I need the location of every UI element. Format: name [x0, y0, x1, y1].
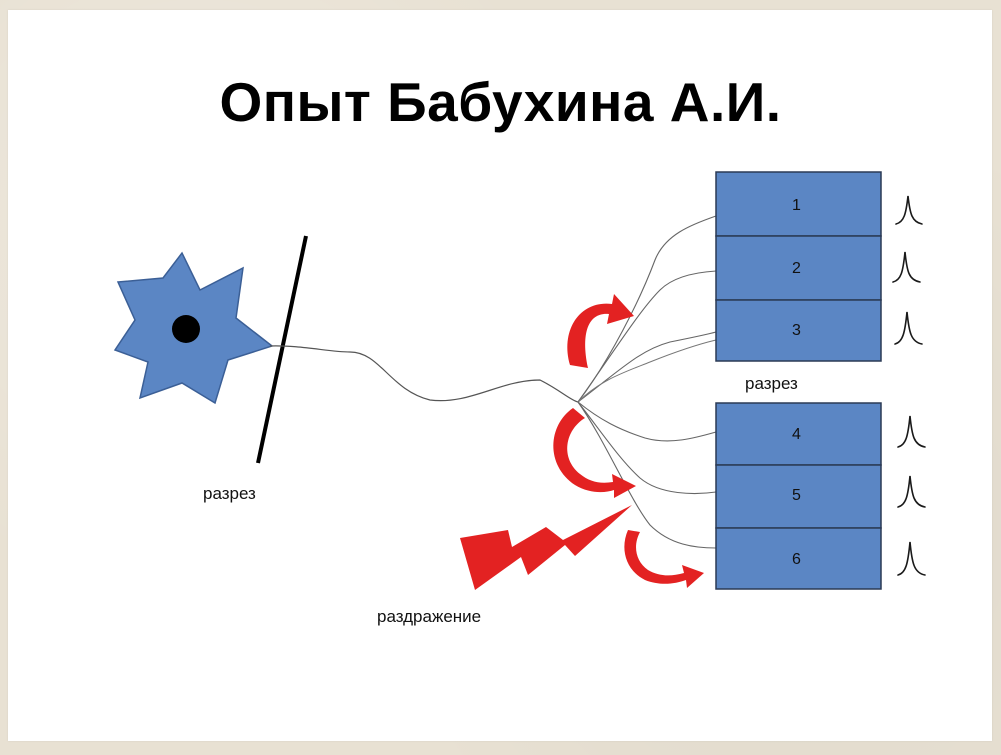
branch-3b: [577, 339, 717, 403]
branch-1: [577, 215, 717, 403]
block-5: [715, 464, 882, 529]
branch-2: [577, 270, 717, 403]
block-5-number: 5: [792, 487, 801, 504]
block-6: [715, 527, 882, 590]
upper-block-group: [715, 171, 882, 362]
slide-title: Опыт Бабухина А.И.: [219, 71, 782, 133]
spike-waves: [892, 195, 926, 576]
block-3-number: 3: [792, 322, 801, 339]
axon: [269, 345, 579, 403]
curved-arrow-bottom: [624, 530, 704, 588]
branch-6: [577, 401, 717, 549]
branch-4: [577, 401, 717, 442]
block-1-number: 1: [792, 197, 801, 214]
red-curved-arrows: [553, 294, 704, 588]
spike-5: [897, 475, 926, 508]
stimulus-label: раздражение: [377, 607, 482, 626]
spike-3: [894, 311, 923, 345]
branch-5: [577, 401, 717, 495]
block-2-number: 2: [792, 260, 801, 277]
cut-label-right: разрез: [745, 374, 798, 393]
block-4: [715, 402, 882, 466]
spike-6: [897, 541, 926, 576]
spike-1: [895, 195, 923, 225]
cut-line-left: [256, 235, 308, 464]
block-6-number: 6: [792, 551, 801, 568]
block-4-number: 4: [792, 426, 801, 443]
block-2: [715, 235, 882, 301]
cut-label-left: разрез: [203, 484, 256, 503]
curved-arrow-top: [567, 294, 634, 368]
lightning-stimulus-icon: [460, 505, 632, 590]
spike-2: [892, 251, 921, 283]
branch-3: [577, 331, 717, 403]
curved-arrow-middle: [553, 408, 636, 498]
lower-block-group: [715, 402, 882, 590]
block-3: [715, 299, 882, 362]
spike-4: [897, 415, 926, 448]
neuron-nucleus: [172, 315, 200, 343]
